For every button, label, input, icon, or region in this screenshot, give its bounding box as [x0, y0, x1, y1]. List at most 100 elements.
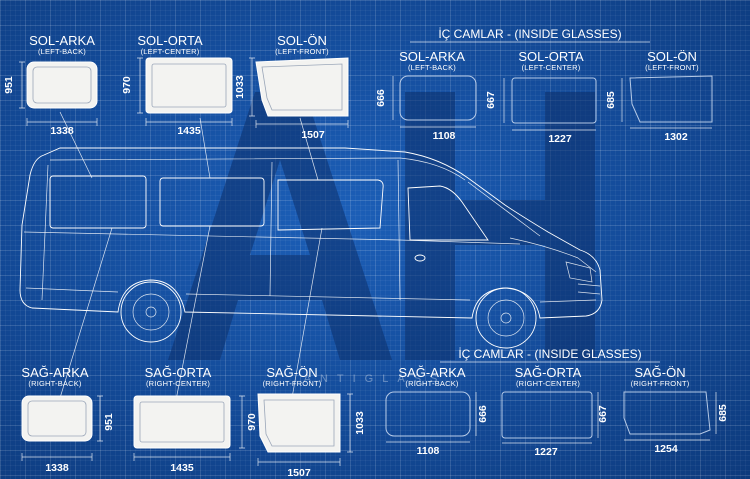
glass-outline [511, 77, 597, 124]
glass-title: SOL-ÖN [647, 49, 697, 64]
height-dimension-line [249, 57, 255, 117]
glass-title: SOL-ORTA [137, 33, 203, 48]
leader-sol-arka [59, 111, 93, 179]
inside-glasses-header: İÇ CAMLAR - (INSIDE GLASSES) [458, 347, 641, 361]
inside-top-group: İÇ CAMLAR - (INSIDE GLASSES) SOL-ARKA (L… [375, 27, 713, 145]
glass-subtitle: (LEFT-FRONT) [645, 63, 699, 72]
inside-bottom-sag-on: SAĞ-ÖN (RIGHT-FRONT) 685 1254 [623, 365, 729, 455]
width-dimension-line [145, 118, 233, 126]
glass-subtitle: (LEFT-CENTER) [522, 63, 581, 72]
leader-sol-orta [199, 117, 211, 179]
height-dimension-line [137, 57, 143, 114]
height-dimension-line [97, 395, 103, 442]
glass-subtitle: (LEFT-BACK) [38, 47, 86, 56]
height-dimension: 1033 [234, 75, 246, 99]
van-rocker-line [25, 287, 597, 303]
height-dimension: 667 [485, 91, 497, 109]
height-dimension: 970 [246, 413, 258, 431]
height-dimension: 667 [597, 405, 609, 423]
glass-title: SAĞ-ORTA [145, 365, 212, 380]
glass-inner-edge [263, 399, 335, 447]
outside-bottom-sag-arka: SAĞ-ARKA (RIGHT-BACK) 951 1338 [21, 365, 115, 474]
glass-title: SAĞ-ARKA [398, 365, 466, 380]
watermark-caption: ANTIGLASS [304, 373, 447, 385]
glass-subtitle: (RIGHT-BACK) [405, 379, 459, 388]
glass-panel [257, 393, 341, 453]
height-dimension: 685 [717, 404, 729, 422]
van-window-center [159, 177, 265, 227]
width-dimension: 1254 [654, 443, 678, 455]
van-rear-door-line [41, 164, 49, 301]
van-hood [509, 237, 597, 273]
glass-subtitle: (LEFT-CENTER) [141, 47, 200, 56]
van-rear-wheel [120, 281, 182, 343]
glass-title: SOL-ORTA [518, 49, 584, 64]
glass-inner-edge [32, 66, 92, 104]
van-front-wheel [475, 287, 537, 349]
width-dimension-line [255, 120, 349, 128]
width-dimension-line [21, 453, 93, 461]
leader-sol-on [299, 117, 319, 181]
glass-subtitle: (RIGHT-BACK) [28, 379, 82, 388]
width-dimension: 1227 [534, 446, 558, 458]
van-rear-hub [145, 306, 157, 318]
width-dimension: 1435 [170, 462, 194, 474]
glass-subtitle: (LEFT-BACK) [408, 63, 456, 72]
glass-panel [26, 61, 98, 109]
height-dimension-line [19, 61, 25, 109]
outside-top-sol-arka: SOL-ARKA (LEFT-BACK) 951 1338 [3, 33, 98, 137]
van-front-hub [500, 312, 512, 324]
glass-title: SAĞ-ORTA [515, 365, 582, 380]
watermark: ANTIGLASS [168, 92, 595, 385]
inside-top-sol-arka: SOL-ARKA (LEFT-BACK) 666 1108 [375, 49, 477, 142]
van-sliding-door-line [269, 159, 401, 301]
width-dimension: 1108 [433, 130, 456, 142]
height-dimension: 1033 [354, 411, 366, 435]
glass-panel [133, 395, 231, 449]
width-dimension: 1507 [287, 467, 311, 479]
glass-panel [255, 57, 349, 117]
watermark-letter-h [405, 92, 595, 360]
van-grille [577, 283, 601, 295]
glass-subtitle: (RIGHT-FRONT) [631, 379, 690, 388]
height-dimension: 685 [605, 91, 617, 109]
van-roof-line [49, 157, 466, 181]
van-belt-line [23, 231, 521, 245]
glass-title: SAĞ-ÖN [266, 365, 317, 380]
van-side-mirror [414, 254, 426, 262]
van-side-view [19, 147, 603, 349]
outside-top-sol-orta: SOL-ORTA (LEFT-CENTER) 970 1435 [121, 33, 233, 137]
glass-title: SOL-ÖN [277, 33, 327, 48]
width-dimension-line [26, 118, 98, 126]
height-dimension: 970 [121, 76, 133, 94]
glass-outline [399, 75, 477, 121]
width-dimension: 1338 [50, 125, 74, 137]
van-window-sliding [277, 179, 384, 231]
glass-panel [21, 395, 93, 442]
glass-subtitle: (RIGHT-CENTER) [516, 379, 580, 388]
width-dimension: 1338 [45, 462, 69, 474]
width-dimension: 1108 [417, 445, 440, 457]
glass-subtitle: (RIGHT-CENTER) [146, 379, 210, 388]
glass-panel [145, 57, 233, 114]
van-front-rim [487, 299, 525, 337]
leader-lines [59, 111, 323, 401]
van-rear-rim [132, 293, 170, 331]
leader-sag-arka [59, 227, 113, 399]
outside-top-sol-on: SOL-ÖN (LEFT-FRONT) 1033 1507 [234, 33, 349, 141]
van-window-front-door [407, 185, 489, 241]
watermark-letter-a [168, 92, 392, 360]
glass-outline [629, 75, 713, 123]
width-dimension: 1507 [301, 129, 325, 141]
leader-sag-orta [175, 225, 211, 401]
outside-bottom-sag-on: SAĞ-ÖN (RIGHT-FRONT) 1033 1507 [257, 365, 366, 479]
height-dimension-line [347, 393, 353, 453]
glass-inner-edge [27, 400, 87, 437]
inside-glasses-header: İÇ CAMLAR - (INSIDE GLASSES) [438, 27, 621, 41]
glass-title: SAĞ-ARKA [21, 365, 89, 380]
glass-title: SAĞ-ÖN [634, 365, 685, 380]
inside-bottom-sag-arka: SAĞ-ARKA (RIGHT-BACK) 666 1108 [385, 365, 489, 457]
inside-bottom-sag-orta: SAĞ-ORTA (RIGHT-CENTER) 667 1227 [501, 365, 609, 458]
